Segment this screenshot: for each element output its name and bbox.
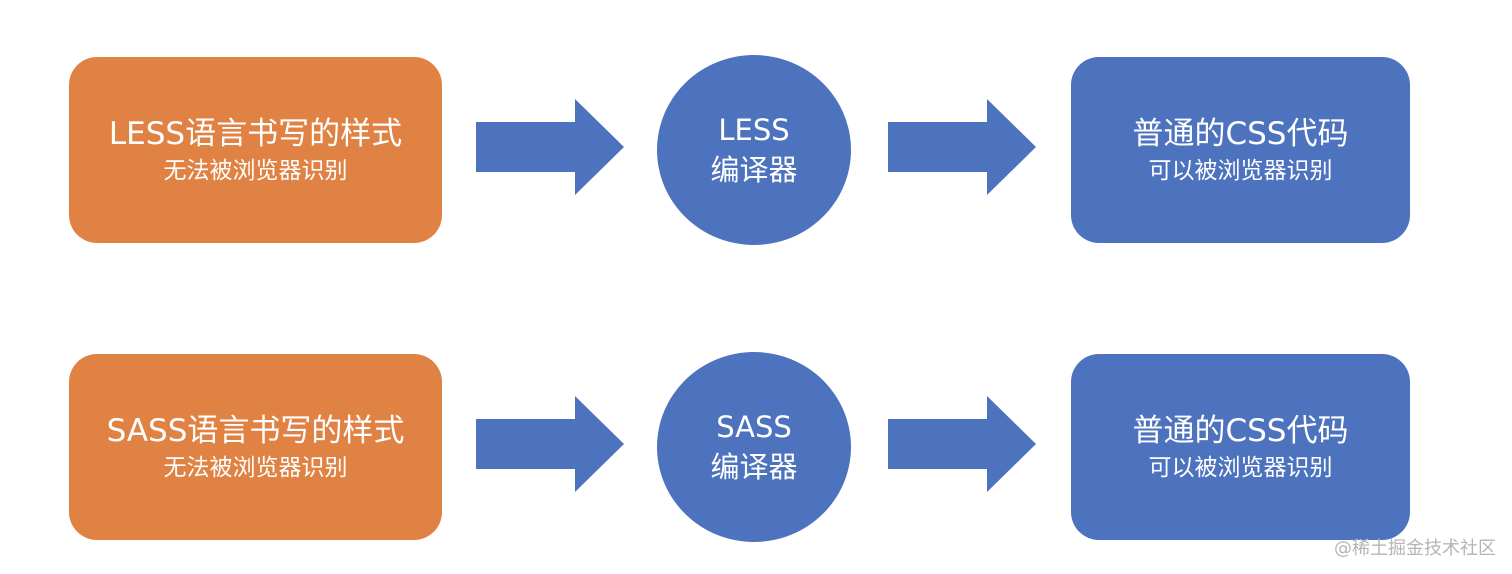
- right-arrow-icon: [888, 396, 1036, 492]
- less-flow-row: LESS语言书写的样式 无法被浏览器识别 LESS 编译器 普通的CSS代码 可…: [0, 55, 1512, 245]
- less-output-box: 普通的CSS代码 可以被浏览器识别: [1071, 57, 1410, 243]
- sass-source-subtitle: 无法被浏览器识别: [163, 454, 348, 481]
- sass-source-box: SASS语言书写的样式 无法被浏览器识别: [69, 354, 442, 540]
- sass-output-box: 普通的CSS代码 可以被浏览器识别: [1071, 354, 1410, 540]
- less-compiler-name: LESS: [718, 113, 790, 147]
- less-source-subtitle: 无法被浏览器识别: [163, 157, 348, 184]
- less-compiler-label: 编译器: [710, 153, 798, 187]
- right-arrow-icon: [476, 99, 624, 195]
- less-source-title: LESS语言书写的样式: [108, 115, 403, 152]
- watermark-text: @稀土掘金技术社区: [1334, 538, 1496, 559]
- sass-flow-row: SASS语言书写的样式 无法被浏览器识别 SASS 编译器 普通的CSS代码 可…: [0, 352, 1512, 542]
- sass-output-subtitle: 可以被浏览器识别: [1148, 454, 1333, 481]
- less-output-subtitle: 可以被浏览器识别: [1148, 157, 1333, 184]
- right-arrow-icon: [476, 396, 624, 492]
- sass-source-title: SASS语言书写的样式: [106, 412, 405, 449]
- less-output-title: 普通的CSS代码: [1132, 115, 1349, 152]
- sass-compiler-circle: SASS 编译器: [657, 352, 851, 542]
- sass-compiler-label: 编译器: [710, 450, 798, 484]
- sass-output-title: 普通的CSS代码: [1132, 412, 1349, 449]
- sass-compiler-name: SASS: [716, 410, 792, 444]
- right-arrow-icon: [888, 99, 1036, 195]
- less-source-box: LESS语言书写的样式 无法被浏览器识别: [69, 57, 442, 243]
- less-compiler-circle: LESS 编译器: [657, 55, 851, 245]
